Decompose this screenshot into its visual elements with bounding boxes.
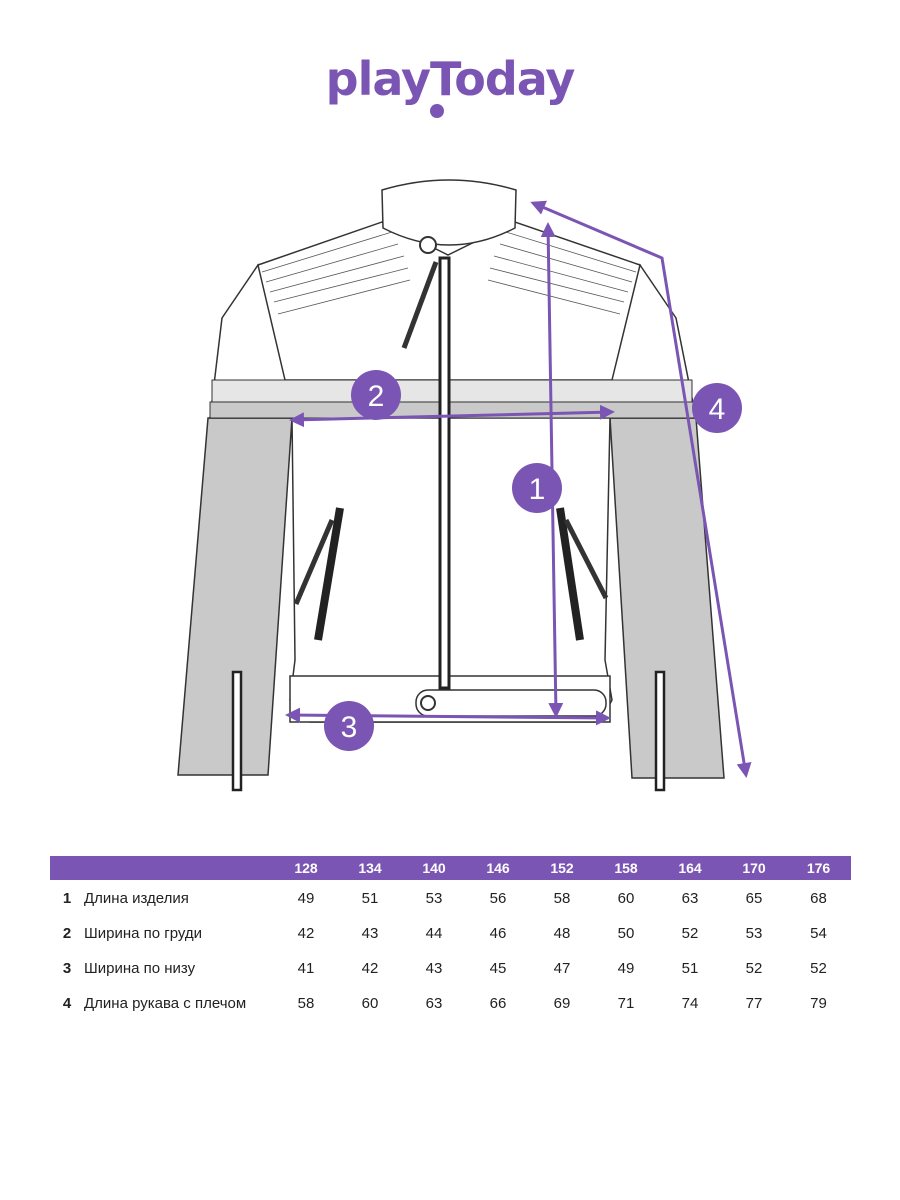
table-cell: 65 bbox=[745, 890, 763, 907]
table-cell: 52 bbox=[745, 960, 763, 977]
table-cell: 49 bbox=[617, 960, 635, 977]
brand-name: playToday bbox=[325, 52, 576, 106]
row-number: 4 bbox=[62, 995, 72, 1012]
hem-snap-icon bbox=[420, 695, 436, 711]
row-label: Длина рукава с плечом bbox=[84, 995, 247, 1012]
table-cell: 43 bbox=[361, 925, 379, 942]
row-number: 2 bbox=[62, 925, 72, 942]
table-cell: 47 bbox=[553, 960, 571, 977]
table-cell: 53 bbox=[745, 925, 763, 942]
marker-1: 1 bbox=[512, 463, 562, 513]
size-header: 152 bbox=[530, 856, 594, 880]
table-cell: 54 bbox=[810, 925, 827, 942]
marker-4: 4 bbox=[692, 383, 742, 433]
table-cell: 79 bbox=[810, 995, 827, 1012]
table-cell: 56 bbox=[489, 890, 507, 907]
size-header-row: 128 134 140 146 152 158 164 170 176 bbox=[50, 856, 851, 880]
table-cell: 48 bbox=[553, 925, 571, 942]
table-cell: 74 bbox=[681, 995, 699, 1012]
table-cell: 69 bbox=[553, 995, 571, 1012]
table-row: 2 Ширина по груди 42 43 44 46 48 50 52 5… bbox=[50, 915, 851, 950]
brand-logo: playToday bbox=[0, 52, 900, 106]
size-header: 158 bbox=[594, 856, 658, 880]
table-cell: 68 bbox=[810, 890, 827, 907]
size-header: 164 bbox=[658, 856, 722, 880]
hem-tab bbox=[415, 689, 607, 717]
left-pocket-pull-icon bbox=[293, 519, 335, 605]
size-header: 170 bbox=[722, 856, 786, 880]
right-cuff-zipper-icon bbox=[654, 670, 666, 792]
header-blank bbox=[84, 856, 274, 880]
table-cell: 63 bbox=[425, 995, 443, 1012]
marker-3-label: 3 bbox=[341, 711, 358, 744]
table-cell: 52 bbox=[810, 960, 827, 977]
table-cell: 49 bbox=[297, 890, 315, 907]
table-cell: 41 bbox=[297, 960, 315, 977]
center-zipper-icon bbox=[438, 256, 451, 690]
table-cell: 71 bbox=[617, 995, 635, 1012]
table-cell: 60 bbox=[617, 890, 635, 907]
table-cell: 42 bbox=[297, 925, 315, 942]
left-cuff-zipper-icon bbox=[231, 670, 243, 792]
marker-4-label: 4 bbox=[709, 393, 726, 426]
header-blank bbox=[50, 856, 84, 880]
table-cell: 44 bbox=[425, 925, 443, 942]
row-label: Длина изделия bbox=[84, 890, 189, 907]
zipper-pull-icon bbox=[401, 261, 439, 349]
size-header: 140 bbox=[402, 856, 466, 880]
row-label: Ширина по низу bbox=[84, 960, 196, 977]
marker-1-label: 1 bbox=[529, 473, 546, 506]
table-row: 1 Длина изделия 49 51 53 56 58 60 63 65 … bbox=[50, 880, 851, 915]
marker-2-label: 2 bbox=[368, 380, 385, 413]
row-number: 3 bbox=[62, 960, 72, 977]
logo-dot-icon bbox=[430, 104, 444, 118]
table-cell: 51 bbox=[681, 960, 699, 977]
table-cell: 60 bbox=[361, 995, 379, 1012]
row-label: Ширина по груди bbox=[84, 925, 203, 942]
row-number: 1 bbox=[62, 890, 72, 907]
size-table: 128 134 140 146 152 158 164 170 176 1 Дл… bbox=[50, 856, 851, 1020]
size-header: 176 bbox=[786, 856, 851, 880]
size-header: 146 bbox=[466, 856, 530, 880]
table-cell: 45 bbox=[489, 960, 507, 977]
table-row: 4 Длина рукава с плечом 58 60 63 66 69 7… bbox=[50, 985, 851, 1020]
left-pocket-zipper-icon bbox=[314, 507, 344, 641]
table-cell: 53 bbox=[425, 890, 443, 907]
marker-2: 2 bbox=[351, 370, 401, 420]
marker-3: 3 bbox=[324, 701, 374, 751]
measure-arrow-4 bbox=[530, 200, 752, 778]
table-cell: 51 bbox=[361, 890, 379, 907]
table-cell: 66 bbox=[489, 995, 507, 1012]
collar-snap-icon bbox=[419, 236, 437, 254]
right-sleeve bbox=[609, 417, 725, 779]
table-cell: 46 bbox=[489, 925, 507, 942]
table-cell: 63 bbox=[681, 890, 699, 907]
chest-band-light bbox=[211, 379, 693, 403]
table-cell: 52 bbox=[681, 925, 699, 942]
table-cell: 50 bbox=[617, 925, 635, 942]
table-cell: 77 bbox=[745, 995, 763, 1012]
jacket-collar bbox=[381, 179, 517, 246]
size-header: 134 bbox=[338, 856, 402, 880]
table-cell: 58 bbox=[553, 890, 571, 907]
jacket-diagram: 1 2 3 4 bbox=[177, 179, 752, 792]
size-header: 128 bbox=[274, 856, 338, 880]
table-cell: 58 bbox=[297, 995, 315, 1012]
table-cell: 42 bbox=[361, 960, 379, 977]
table-cell: 43 bbox=[425, 960, 443, 977]
table-row: 3 Ширина по низу 41 42 43 45 47 49 51 52… bbox=[50, 950, 851, 985]
